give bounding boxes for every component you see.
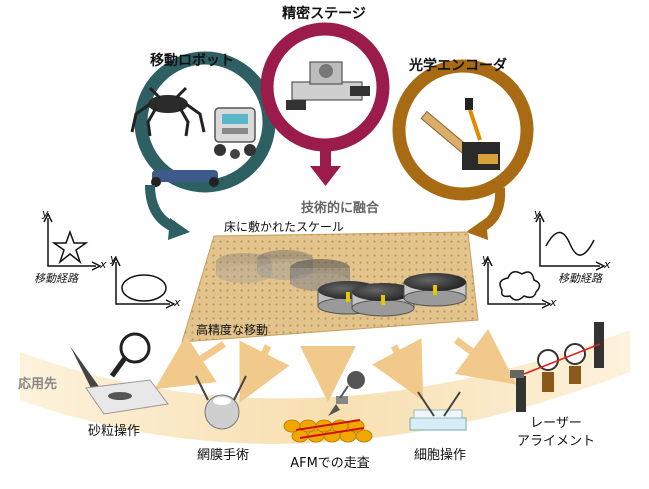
right-path-label: 移動経路: [558, 272, 602, 285]
stage-puck: [403, 273, 467, 307]
axis-y-label: y: [110, 252, 117, 265]
cell-manipulation-icon: [409, 391, 467, 431]
motion-label: 高精度な移動: [196, 323, 269, 337]
axis-y-label: y: [42, 207, 49, 220]
retinal-surgery-icon: [195, 375, 247, 430]
application-label: 砂粒操作: [87, 424, 141, 439]
application-arrows: [154, 328, 517, 404]
encoder-ring: [392, 59, 534, 201]
robot-title: 移動ロボット: [150, 53, 234, 69]
left-path-plot-ellipse: [111, 256, 176, 309]
applications-heading: 応用先: [18, 377, 58, 392]
fusion-arrow: [310, 145, 341, 186]
robot-ring: [130, 51, 276, 193]
axis-x-label: x: [174, 296, 181, 309]
application-label: AFMでの走査: [290, 456, 370, 471]
axis-y-label: y: [534, 207, 541, 220]
right-path-plot-sine: [535, 212, 606, 271]
axis-y-label: y: [482, 252, 489, 265]
axis-x-label: x: [100, 258, 107, 271]
axis-x-label: x: [550, 296, 557, 309]
laser-alignment-icon: [510, 322, 604, 412]
axis-x-label: x: [604, 258, 611, 271]
encoder-title: 光学エンコーダ: [409, 58, 507, 74]
application-label: 細胞操作: [413, 448, 467, 463]
right-path-plot-cloud: [483, 256, 552, 309]
fusion-label: 技術的に融合: [300, 201, 380, 216]
motion-trail: [216, 253, 272, 283]
precision-stage-icon: [286, 61, 370, 110]
tracked-robot-icon: [151, 170, 219, 187]
stage-title: 精密ステージ: [282, 6, 366, 22]
stage-puck: [351, 283, 415, 317]
afm-scanning-icon: [283, 371, 373, 443]
wheeled-robot-icon: [214, 107, 256, 159]
left-path-plot-star: [43, 212, 102, 271]
left-path-label: 移動経路: [34, 272, 78, 285]
sand-manipulation-icon: [70, 332, 169, 415]
optical-encoder-icon: [420, 98, 500, 170]
scale-label: 床に敷かれたスケール: [224, 220, 345, 234]
application-label-line2: アライメント: [516, 434, 596, 449]
application-label: 網膜手術: [196, 448, 250, 463]
hexapod-robot-icon: [130, 86, 206, 137]
application-label: レーザー: [530, 416, 582, 431]
application-band: [20, 330, 630, 444]
stage-ring: [260, 22, 390, 152]
